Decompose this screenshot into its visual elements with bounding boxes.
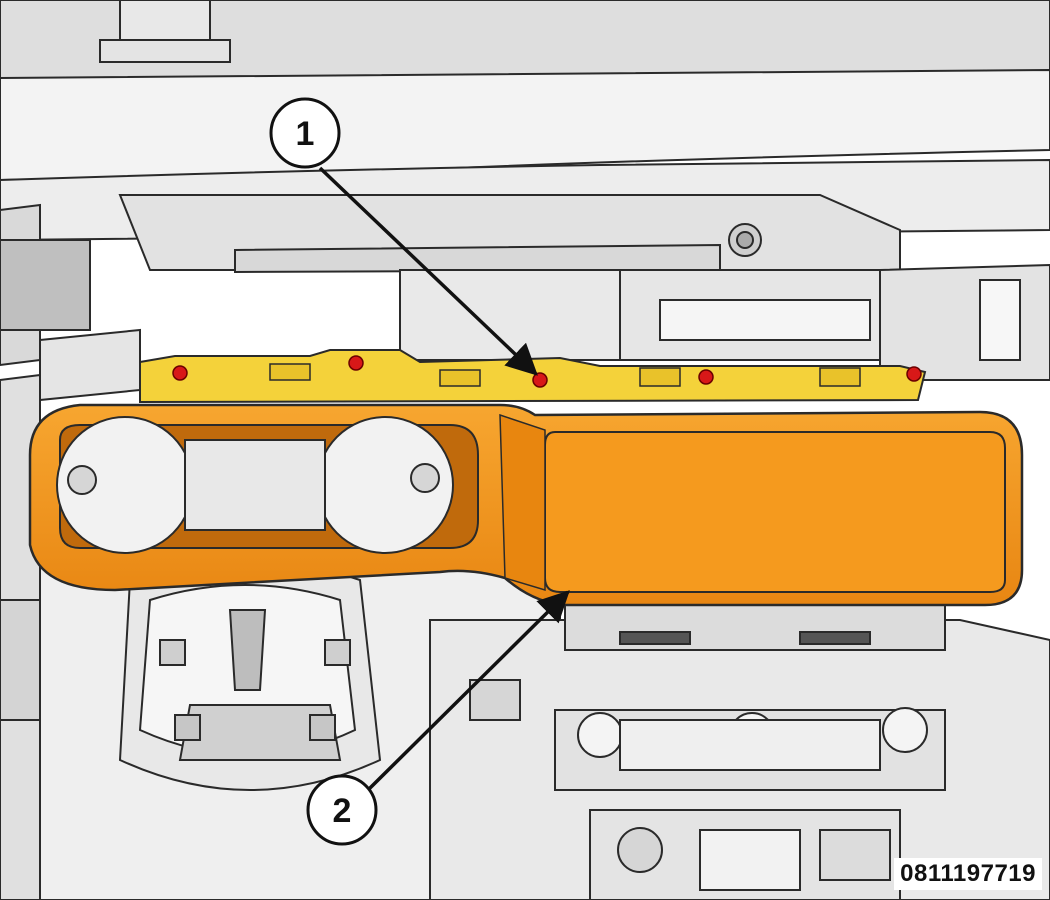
callout-circle-icon: [269, 97, 341, 169]
leader-arrow-1: [318, 166, 538, 376]
screw-icon: [532, 372, 548, 388]
figure-id: 0811197719: [894, 858, 1042, 890]
callout-1: 1: [269, 97, 341, 169]
screw-icon: [698, 369, 714, 385]
screw-icon: [172, 365, 188, 381]
screw-icon: [348, 355, 364, 371]
callout-2: 2: [306, 774, 378, 846]
callout-number: 1: [296, 115, 315, 153]
screw-icon: [906, 366, 922, 382]
screws: [172, 355, 922, 388]
dashboard-background: [0, 0, 1050, 402]
leader-arrows: [318, 166, 570, 792]
instrument-panel-bezel: [28, 403, 1024, 607]
lower-dashboard: [0, 373, 1050, 900]
mounting-bracket: [139, 349, 927, 404]
callout-number: 2: [333, 792, 352, 830]
leader-arrow-2: [366, 590, 570, 792]
callout-circle-icon: [306, 774, 378, 846]
